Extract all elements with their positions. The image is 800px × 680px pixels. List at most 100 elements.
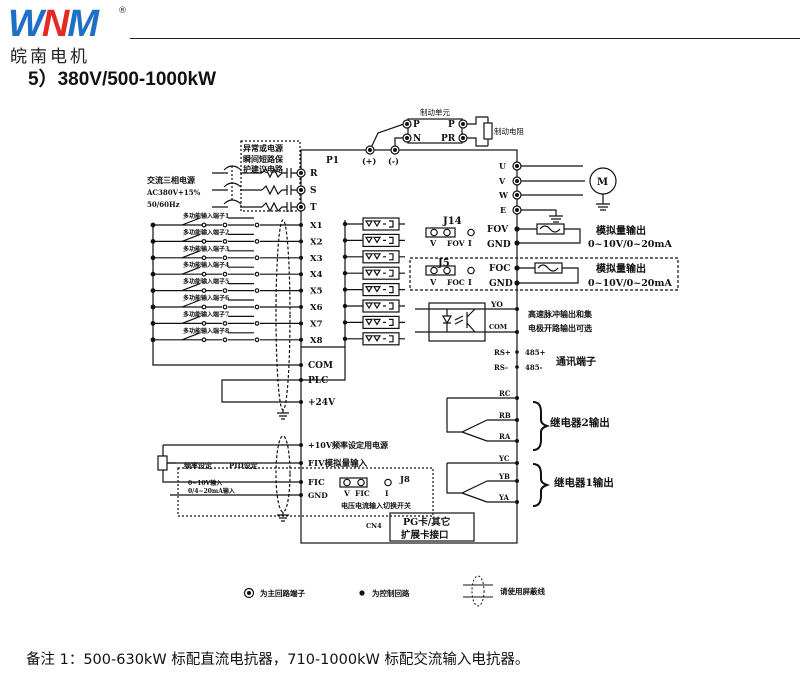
dc-minus-terminal: (-) [388, 156, 399, 166]
j5-pin-v: V [429, 277, 437, 287]
section-title: 5）380V/500-1000kW [28, 69, 217, 90]
terminal-gnd-analog: GND [308, 491, 328, 500]
terminal-gnd-foc: GND [489, 279, 513, 289]
input-switch-icon [181, 315, 201, 324]
resistor-wire-bottom [466, 137, 488, 147]
terminal-rb: RB [499, 411, 511, 420]
relay-1-contacts [446, 462, 517, 503]
protection-line-1: 异常或电源 [243, 143, 283, 153]
input-switch-icon [181, 217, 201, 226]
power-source-line-1: 交流三相电源 [147, 175, 195, 185]
pot-label-pid: PID设定 [229, 461, 258, 470]
relay-1-brace [532, 463, 551, 507]
terminal-x1: X1 [310, 221, 323, 231]
terminal-x4: X4 [310, 270, 323, 280]
protection-line-2: 瞬间短路保 [243, 154, 284, 164]
terminal-foc: FOC [489, 264, 510, 274]
terminal-e: E [500, 205, 506, 215]
earth-ground-icon [549, 215, 563, 223]
power-source-line-2: AC380V+15% [146, 188, 201, 197]
input-common-bus [152, 225, 301, 366]
fic-option-box [177, 467, 434, 517]
terminal-v: V [498, 176, 506, 186]
braking-terminal-p-right: P [448, 120, 455, 130]
analog-output-1-range: 0~10V/0~20mA [588, 239, 672, 250]
terminal-x5: X5 [310, 287, 323, 297]
legend: 为主回路端子 为控制回路 请使用屏蔽线 [243, 575, 545, 607]
j14-pin-v: V [429, 238, 437, 248]
dc-plus-terminal: (+) [362, 156, 376, 166]
dc-plus-link [369, 123, 405, 151]
terminal-w: W [498, 190, 509, 200]
pulse-output-desc-1: 高速脉冲输出和集 [528, 309, 593, 319]
j14-jumper [425, 227, 456, 238]
legend-main-circuit-label: 为主回路端子 [260, 588, 305, 598]
braking-terminal-p-left: P [413, 120, 420, 130]
j8-jumper [339, 477, 368, 488]
terminal-u: U [499, 161, 506, 171]
digital-input-lines [150, 217, 303, 343]
analog-output-1-title: 模拟量输出 [596, 224, 646, 237]
digital-input-label: 多功能输入端子7 [183, 310, 229, 318]
control-terminal-dot [299, 337, 303, 342]
expansion-card-box [389, 512, 475, 542]
braking-unit-label: 制动单元 [420, 107, 450, 117]
signal-485-plus: 485+ [525, 348, 546, 357]
input-switch-icon [181, 250, 201, 259]
digital-input-label: 多功能输入端子1 [183, 212, 229, 220]
input-range-voltage: 0~10V输入 [188, 479, 222, 487]
digital-input-label: 多功能输入端子3 [183, 245, 229, 253]
brand-logo: WNM ® [8, 4, 128, 44]
terminal-fiv: FIV模拟量输入 [308, 458, 368, 469]
control-terminal-dot [299, 223, 303, 227]
input-shield-icon [275, 219, 291, 411]
terminal-10v: +10V频率设定用电源 [308, 440, 388, 450]
frequency-potentiometer [157, 455, 168, 471]
motor-wires [517, 165, 585, 216]
terminal-fov: FOV [487, 225, 509, 235]
main-circuit-terminal-icon [243, 587, 255, 599]
terminal-ya: YA [498, 493, 510, 502]
terminal-x6: X6 [310, 303, 323, 313]
relay-2-brace [532, 401, 551, 451]
cn4-label: CN4 [366, 522, 382, 530]
j5-pin-foc: FOC [447, 278, 465, 287]
footnote: 备注 1：500-630kW 标配直流电抗器，710-1000kW 标配交流输入… [26, 652, 530, 668]
power-source-line-3: 50/60Hz [147, 200, 180, 209]
resistor-wire-top [466, 116, 488, 125]
terminal-ra: RA [499, 432, 511, 441]
digital-input-label: 多功能输入端子6 [183, 294, 229, 302]
relay-2-contacts [446, 397, 517, 442]
braking-terminal-n: N [413, 134, 421, 144]
communication-label: 通讯端子 [556, 355, 596, 368]
terminal-s: S [310, 186, 317, 196]
control-terminal-dot [299, 321, 303, 326]
terminal-yb: YB [498, 472, 510, 481]
input-switch-icon [181, 233, 201, 242]
input-switch-icon [181, 266, 201, 275]
shielded-cable-icon [463, 575, 493, 607]
terminal-t: T [310, 203, 317, 213]
braking-resistor-label: 制动电阻 [494, 126, 524, 136]
j5-pin-i: I [468, 277, 472, 287]
drive-label-p1: P1 [326, 156, 339, 166]
protection-line-3: 护建议电路 [243, 164, 284, 174]
terminal-x2: X2 [310, 237, 323, 247]
terminal-x3: X3 [310, 254, 323, 264]
braking-resistor [483, 122, 493, 140]
analog-output-2-range: 0~10V/0~20mA [588, 278, 672, 289]
j5-jumper [425, 265, 456, 276]
j14-label: J14 [442, 216, 462, 227]
pulse-output-desc-2: 电极开路输出可选 [528, 323, 592, 333]
control-circuit-dot-icon [359, 590, 365, 596]
analog-output-2-title: 模拟量输出 [596, 262, 646, 275]
j8-pin-v: V [343, 489, 350, 498]
terminal-yc: YC [498, 454, 510, 463]
input-switch-icon [181, 332, 201, 341]
digital-input-label: 多功能输入端子8 [183, 327, 229, 335]
logo-letter-n: N [41, 3, 69, 45]
terminal-rs-plus: RS+ [494, 348, 511, 357]
control-terminal-dot [299, 288, 303, 293]
analog-shield-icon [275, 435, 291, 513]
